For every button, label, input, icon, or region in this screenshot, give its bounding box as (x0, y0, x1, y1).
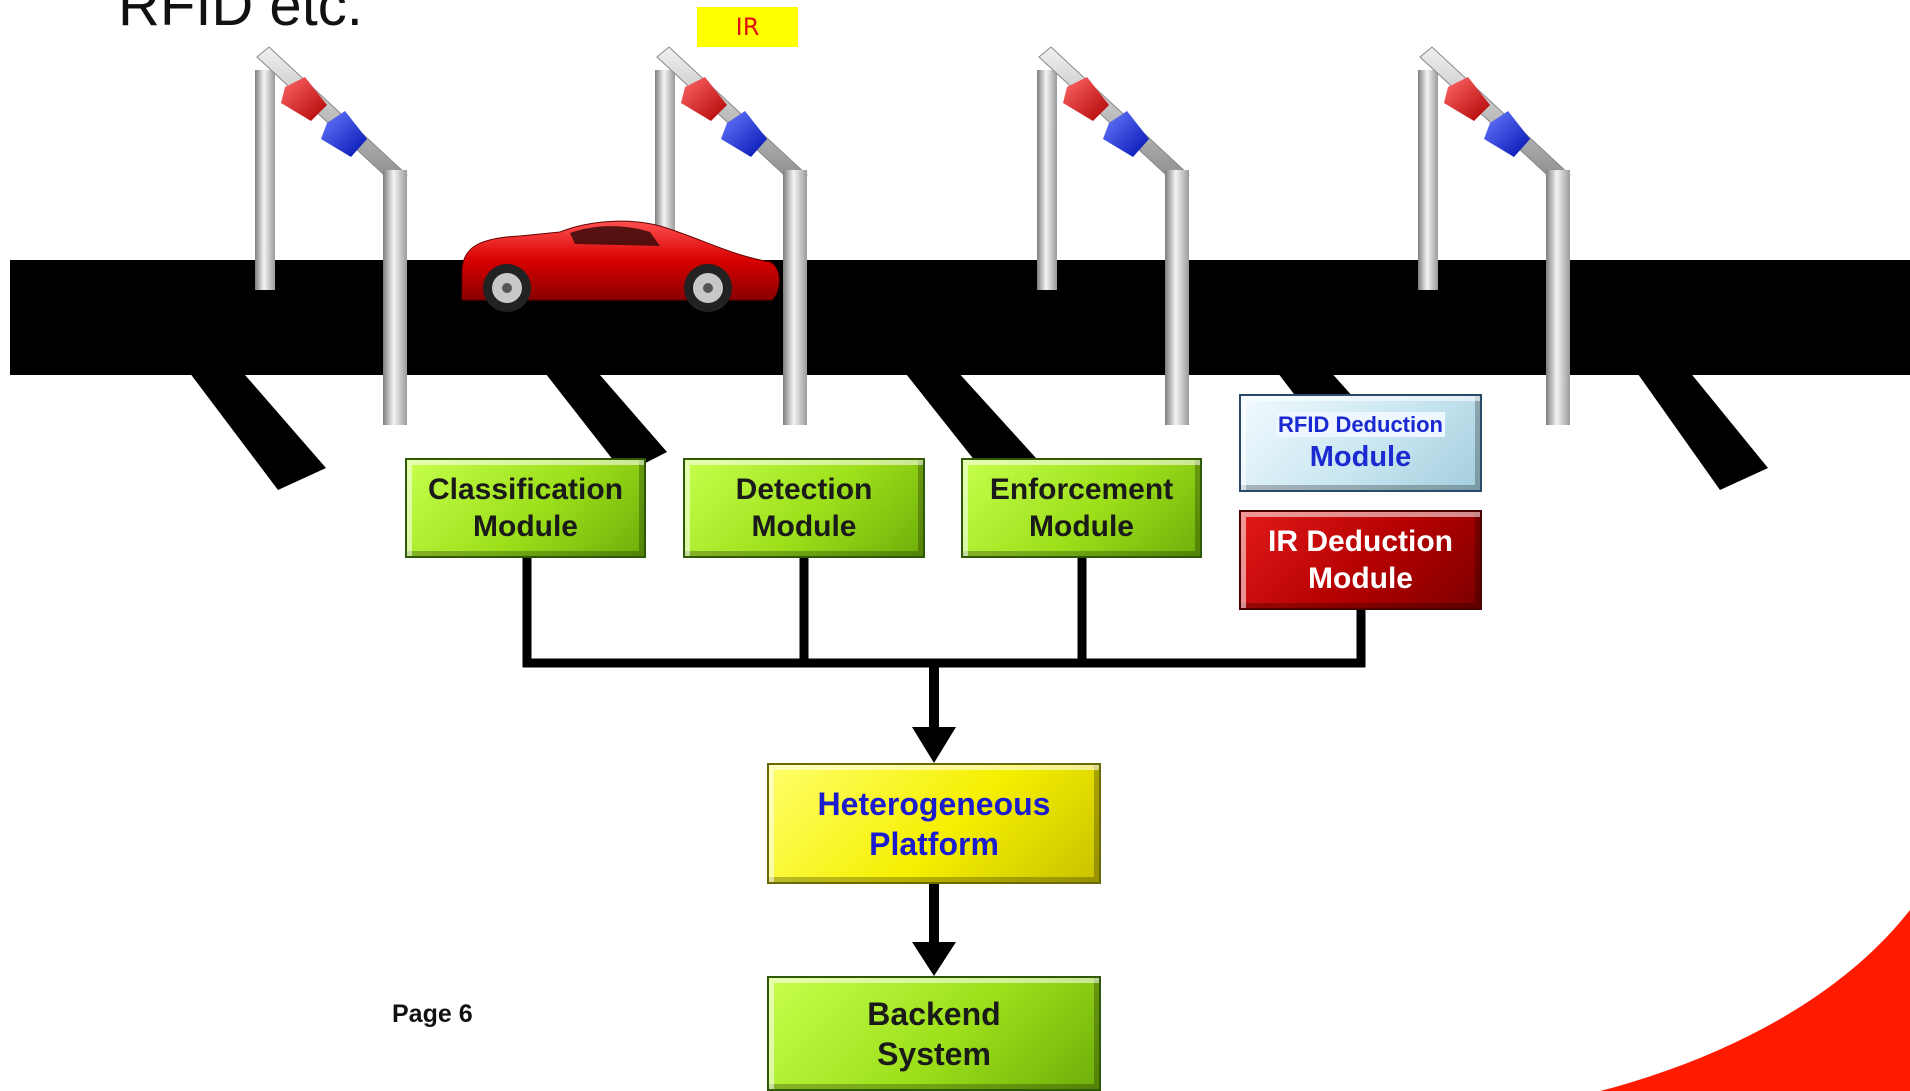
connector-lines (522, 553, 1366, 668)
ir-deduction-line1: IR Deduction (1268, 524, 1453, 558)
rfid-deduction-line1: RFID Deduction (1276, 412, 1445, 438)
ir-tag-label: IR (697, 7, 798, 47)
page-number: Page 6 (392, 1000, 473, 1028)
enforcement-line2: Module (1029, 510, 1134, 543)
rfid-deduction-module: RFID Deduction Module (1239, 394, 1482, 492)
enforcement-line1: Enforcement (989, 472, 1174, 506)
backend-line1: Backend (867, 995, 1001, 1032)
backend-line2: System (877, 1035, 991, 1072)
red-sports-car (461, 220, 780, 312)
detection-line2: Module (751, 510, 857, 543)
classification-line2: Module (473, 510, 578, 543)
classification-line1: Classification (427, 472, 624, 506)
platform-line1: Heterogeneous (817, 785, 1051, 822)
corner-swoosh-decoration (1600, 910, 1910, 1091)
road (10, 260, 1910, 375)
rfid-deduction-line2: Module (1309, 440, 1412, 473)
platform-line2: Platform (869, 825, 999, 862)
flow-arrows (912, 663, 956, 976)
header-text: RFID etc. (118, 0, 363, 38)
detection-line1: Detection (735, 472, 873, 506)
ir-deduction-line2: Module (1308, 562, 1413, 595)
